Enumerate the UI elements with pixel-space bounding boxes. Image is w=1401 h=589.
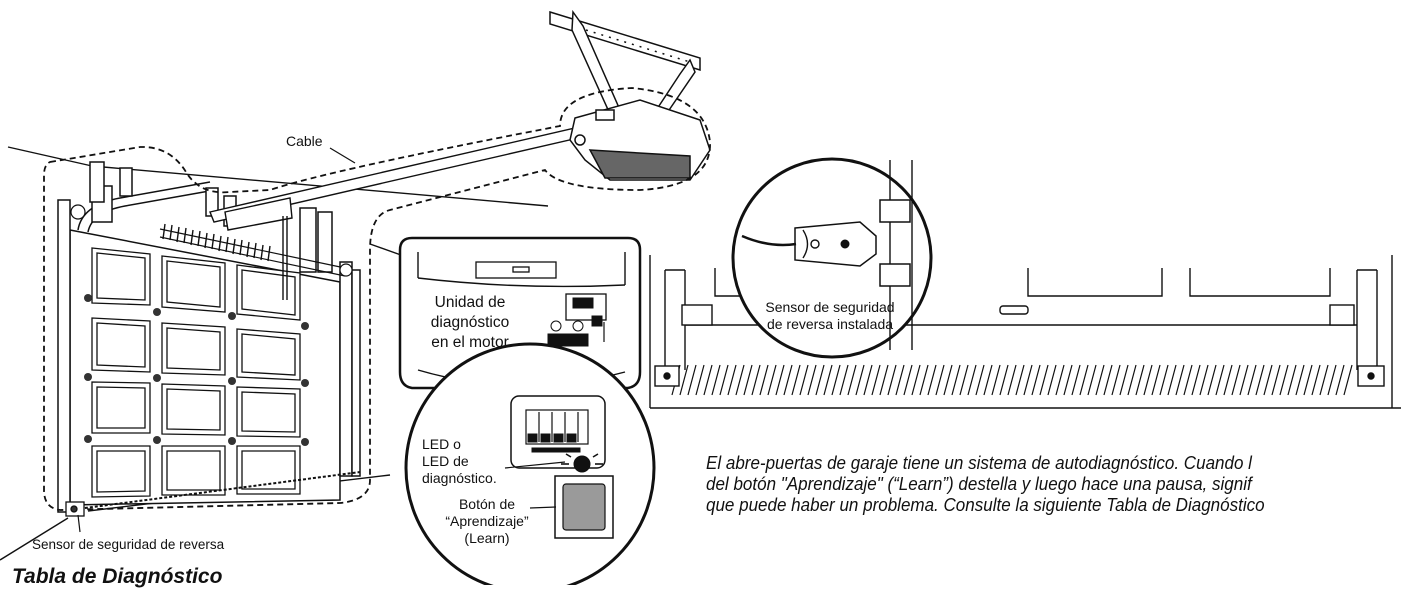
cable-label: Cable [286,133,323,149]
learn-button-label-line-3: (Learn) [464,530,510,546]
section-heading: Tabla de Diagnóstico [12,565,223,588]
motor-unit-label-line-1: Unidad de [434,294,506,311]
led-label-line-1: LED o [422,436,461,452]
motor-unit-label-line-3: en el motor [431,334,509,351]
description-paragraph: El abre-puertas de garaje tiene un siste… [706,452,1345,515]
paragraph-line-1: El abre-puertas de garaje tiene un siste… [706,452,1252,473]
garage-door [69,229,341,506]
sensor-bottom-left [65,501,85,517]
led-label-line-3: diagnóstico. [422,470,497,486]
bottom-chain [69,471,361,511]
installed-sensor-label-line-2: de reversa instalada [766,316,894,332]
sensor-zoom-circle [731,157,933,359]
motor-unit-label-line-2: diagnóstico [430,314,510,331]
motor-diagnostic-callout [398,236,642,390]
learn-button-label-line-1: Botón de [458,496,516,512]
learn-button-label: Botón de “Aprendizaje” (Learn) [432,496,542,547]
paragraph-line-3: que puede haber un problema. Consulte la… [706,494,1265,515]
torsion-spring [70,204,353,277]
motor-unit [549,9,711,181]
led-learn-zoom-circle [404,342,656,585]
door-tracks [57,161,361,513]
led-label-line-2: LED de [422,453,469,469]
leader-lines [77,147,356,533]
motor-unit-label: Unidad de diagnóstico en el motor [410,293,530,353]
learn-button-label-line-2: “Aprendizaje” [445,513,529,529]
paragraph-line-2: del botón "Aprendizaje" (“Learn”) destel… [706,473,1252,494]
callout-dashed-outline [43,87,711,511]
led-label: LED o LED de diagnóstico. [422,436,497,487]
installed-sensor-label: Sensor de seguridad de reversa instalada [755,299,905,333]
sensor-bottom-label: Sensor de seguridad de reversa [32,537,225,552]
installed-sensor-label-line-1: Sensor de seguridad [765,299,895,315]
